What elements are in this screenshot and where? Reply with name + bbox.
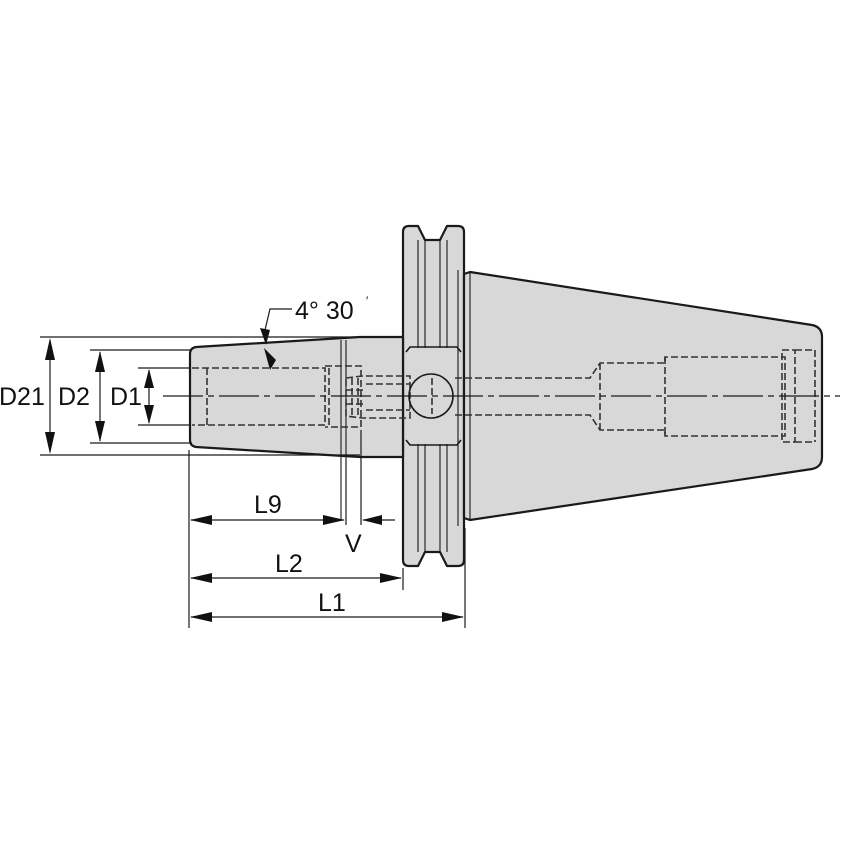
v-label: V <box>345 530 362 558</box>
d2-label: D2 <box>58 383 90 411</box>
length-dimensions: L9 V L2 L1 <box>188 430 466 628</box>
taper-angle-label: 4° 30 <box>295 297 354 325</box>
front-cone <box>188 335 405 520</box>
taper-angle-annotation: 4° 30 ′ <box>260 294 369 370</box>
taper-angle-mark: ′ <box>366 294 369 308</box>
d21-label: D21 <box>0 383 45 411</box>
diameter-dimensions: D21 D2 D1 <box>0 336 400 456</box>
l1-label: L1 <box>318 589 346 617</box>
l2-label: L2 <box>275 550 303 578</box>
d1-label: D1 <box>110 383 142 411</box>
taper-shank <box>457 270 824 526</box>
l9-label: L9 <box>254 491 282 519</box>
